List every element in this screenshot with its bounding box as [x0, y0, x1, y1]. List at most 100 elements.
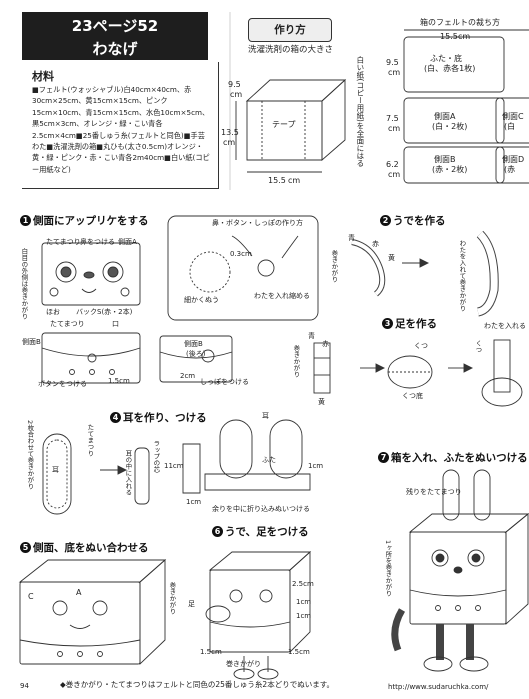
project-title: わなげ [92, 40, 138, 58]
step1-side-b: 側面B [22, 338, 41, 346]
piece-c-detail: (白 [504, 122, 516, 131]
materials-heading: 材料 [32, 70, 54, 83]
row2-height: 7.5 [386, 114, 399, 123]
piece-d-name: 側面D [502, 155, 525, 164]
step4-dim2: 1cm [186, 498, 202, 506]
box-dim-side-unit: cm [223, 138, 236, 147]
side-a-panel [41, 242, 141, 306]
box-dim-side: 13.5 [221, 128, 239, 137]
title-block: 23ページ52 わなげ [22, 12, 208, 60]
step3-sole: くつ底 [402, 392, 423, 400]
step3-yellow: 黄 [318, 398, 325, 406]
ear-drawing [42, 419, 311, 515]
step1-side-a: 側面A [118, 238, 137, 246]
box-dim-bottom-unit: cm [288, 176, 301, 185]
step4-insert: 耳の中に入れる [123, 450, 132, 496]
step1-tatematsuri: たてまつり [46, 238, 81, 246]
arm-drawing [351, 230, 499, 317]
step6-makikagari: 巻きかがり [226, 660, 261, 668]
step3-stuff: わたを入れる [484, 322, 526, 330]
step5-side-a: A [76, 588, 82, 597]
piece-a-detail: (白・2枚) [432, 122, 468, 131]
tail-attach: しっぽをつける [200, 378, 249, 386]
paper-note: 白い紙(コピー用紙)を全面にはる [355, 56, 365, 167]
step7-one-place: 1ヶ所を巻きかがり [383, 540, 392, 597]
step1-cheek: ほお [46, 308, 60, 316]
nose-box-title: 鼻・ボタン・しっぽの作り方 [212, 219, 303, 227]
leg-drawing [313, 339, 523, 407]
piece-lid-detail: (白、赤各1枚) [424, 64, 476, 73]
tail-side-b: 側面B [184, 340, 203, 348]
watermark-url[interactable]: http://www.sudaruchka.com/ [388, 683, 489, 691]
tail-box [159, 335, 233, 383]
step1-tatematsuri2: たてまつり [50, 320, 85, 328]
cutting-diagram [403, 29, 529, 184]
step4-fold: 余りを中に折り込みぬいつける [212, 505, 310, 513]
box-dim-top-unit: cm [230, 90, 243, 99]
step2-yellow: 黄 [388, 254, 395, 262]
row2-unit: cm [388, 124, 401, 133]
nose-stuff: わたを入れ縮める [254, 292, 310, 300]
howto-tag: 作り方 [248, 18, 332, 42]
step1-mouth: 口 [112, 320, 119, 328]
step4-tatematsuri: たてまつり [85, 424, 94, 457]
step2-stuff: わたを入れて巻きかがり [457, 240, 466, 312]
step4-lid: ふた [262, 456, 276, 464]
step1-eye-note: 白目の外側は巻きかがり [19, 248, 28, 320]
step3-blue: 青 [308, 332, 315, 340]
row1-height: 9.5 [386, 58, 399, 67]
cutting-title: 箱のフェルトの裁ち方 [420, 18, 500, 27]
step6-leg: 足 [188, 600, 195, 608]
nose-howto-box [167, 215, 319, 321]
step7-remaining: 残りをたてまつり [406, 488, 462, 496]
nose-stitch: 細かくぬう [184, 296, 219, 304]
step4-ear: 耳 [52, 466, 59, 474]
cutting-width-unit: cm [458, 32, 471, 41]
step4-dim1: 11cm [164, 462, 184, 470]
piece-b-detail: (赤・2枚) [432, 165, 468, 174]
step6-dim-e: 1.5cm [288, 648, 310, 656]
step4-note: 2枚合わせて巻きかがり [25, 420, 34, 490]
step1-button: ボタンをつける [38, 380, 87, 388]
step6-dim-b: 1cm [296, 598, 312, 606]
step1-dim: 1.5cm [108, 377, 130, 385]
footer-note: ◆巻きかがり・たてまつりはフェルトと同色の25番しゅう糸2本どりでぬいます。 [60, 680, 334, 689]
materials-list: ■フェルト(ウォッシャブル)白40cm×40cm、赤30cm×25cm、黄15c… [32, 85, 210, 174]
step5-side-c: C [28, 592, 34, 601]
tape-label: テープ [272, 120, 296, 129]
detergent-box-drawing [235, 78, 347, 173]
box-dim-top: 9.5 [228, 80, 241, 89]
step3-red: 赤 [322, 340, 329, 348]
box-size-label: 洗濯洗剤の箱の大きさ [248, 45, 334, 55]
step4-ear2: 耳 [262, 412, 269, 420]
row1-unit: cm [388, 68, 401, 77]
piece-a-name: 側面A [434, 112, 456, 121]
box-with-arms-drawing [205, 550, 312, 680]
step2-makikagari: 巻きかがり [329, 250, 338, 283]
step6-dim-d: 1.5cm [200, 648, 222, 656]
piece-c-name: 側面C [502, 112, 524, 121]
tail-back: (後ろ) [186, 350, 206, 358]
box-dim-bottom: 15.5 [268, 176, 286, 185]
step3-shoe2: くつ [473, 340, 482, 353]
step2-red: 赤 [372, 240, 379, 248]
piece-d-detail: (赤 [504, 165, 516, 174]
step6-dim-c: 1cm [296, 612, 312, 620]
step4-wrap-core: ラップの芯 [151, 440, 160, 473]
step2-blue: 青 [348, 234, 355, 242]
cutting-width: 15.5 [440, 32, 458, 41]
step3-makikagari: 巻きかがり [291, 345, 300, 378]
page-reference: 23ページ52 [71, 17, 159, 35]
step3-shoe: くつ [414, 342, 428, 350]
materials-section: 材料 ■フェルト(ウォッシャブル)白40cm×40cm、赤30cm×25cm、黄… [22, 62, 219, 189]
piece-b-name: 側面B [434, 155, 456, 164]
box-sewn-drawing [18, 559, 167, 666]
